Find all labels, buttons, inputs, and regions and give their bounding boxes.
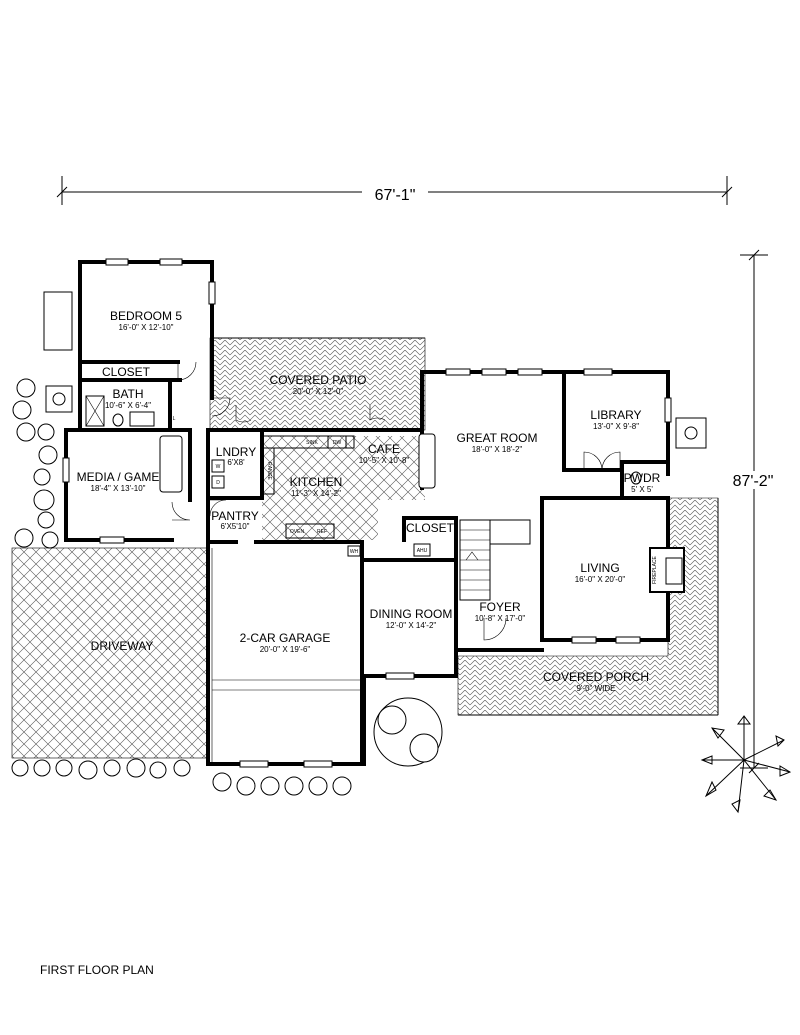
patio-name: COVERED PATIO bbox=[270, 373, 367, 387]
width-dimension: 67'-1" bbox=[56, 176, 733, 205]
driveway-name: DRIVEWAY bbox=[91, 639, 154, 653]
closet-upper-name: CLOSET bbox=[102, 365, 151, 379]
range-label: RANGE bbox=[266, 462, 272, 480]
library-dim: 13'-0" X 9'-8" bbox=[593, 422, 639, 431]
patio-surface bbox=[209, 337, 426, 431]
depth-dimension: 87'-2" bbox=[724, 249, 782, 774]
plan-caption: FIRST FLOOR PLAN bbox=[40, 963, 154, 977]
porch-dim: 9'-0" WIDE bbox=[576, 684, 615, 693]
closet-foyer-name: CLOSET bbox=[406, 521, 455, 535]
stairs bbox=[459, 519, 531, 601]
garage-dim: 20'-0" X 19'-6" bbox=[260, 645, 311, 654]
driveway-surface bbox=[11, 547, 209, 759]
pantry-dim: 6'X5'10" bbox=[220, 522, 249, 531]
dishwasher-label: DW bbox=[333, 440, 342, 446]
bath-name: BATH bbox=[112, 387, 143, 401]
patio-dim: 20'-0" X 12'-0" bbox=[293, 387, 344, 396]
porch-name: COVERED PORCH bbox=[543, 670, 649, 684]
kitchen-fixtures: DW SINK RANGE OVEN REF WH AHU W D L bbox=[173, 416, 431, 557]
windows bbox=[62, 258, 672, 768]
linen-label: L bbox=[173, 416, 176, 422]
pantry-name: PANTRY bbox=[211, 509, 259, 523]
dining-dim: 12'-0" X 14'-2" bbox=[386, 621, 437, 630]
depth-label: 87'-2" bbox=[733, 473, 774, 490]
doors bbox=[171, 361, 621, 641]
great-room-dim: 18'-0" X 18'-2" bbox=[472, 445, 523, 454]
washer-label: W bbox=[216, 464, 221, 470]
great-room-name: GREAT ROOM bbox=[457, 431, 538, 445]
kitchen-floor bbox=[262, 436, 425, 540]
garage-stalls bbox=[211, 548, 360, 764]
site-items bbox=[43, 291, 707, 449]
foyer-dim: 10'-8" X 17'-0" bbox=[475, 614, 526, 623]
dryer-label: D bbox=[216, 480, 220, 486]
shrubs bbox=[11, 378, 443, 796]
bedroom5-dim: 16'-0" X 12'-10" bbox=[119, 323, 174, 332]
fireplace: FIREPLACE bbox=[649, 547, 685, 593]
oven-label: OVEN bbox=[290, 529, 305, 535]
powder-name: PWDR bbox=[624, 471, 661, 485]
living-name: LIVING bbox=[580, 561, 619, 575]
powder-dim: 5' X 5' bbox=[631, 485, 653, 494]
kitchen-dim: 11'-3" X 14'-2" bbox=[291, 489, 341, 498]
dining-name: DINING ROOM bbox=[370, 607, 453, 621]
library-name: LIBRARY bbox=[590, 408, 641, 422]
garage-name: 2-CAR GARAGE bbox=[240, 631, 331, 645]
media-dim: 18'-4" X 13'-10" bbox=[91, 484, 146, 493]
refrigerator-label: REF bbox=[317, 529, 327, 535]
fireplace-label: FIREPLACE bbox=[652, 555, 658, 583]
foyer-name: FOYER bbox=[479, 600, 521, 614]
bedroom5-name: BEDROOM 5 bbox=[110, 309, 182, 323]
room-labels: BEDROOM 5 16'-0" X 12'-10" CLOSET BATH 1… bbox=[77, 309, 661, 693]
media-name: MEDIA / GAME bbox=[77, 470, 160, 484]
ahu-label: AHU bbox=[417, 548, 428, 554]
laundry-dim: 6'X8' bbox=[227, 458, 245, 467]
cafe-name: CAFE bbox=[368, 442, 400, 456]
width-label: 67'-1" bbox=[375, 187, 416, 204]
kitchen-name: KITCHEN bbox=[290, 475, 343, 489]
bath-dim: 10'-6" X 6'-4" bbox=[105, 401, 151, 410]
sink-label: SINK bbox=[306, 440, 318, 446]
living-dim: 16'-0" X 20'-0" bbox=[575, 575, 626, 584]
bath-fixtures bbox=[85, 395, 642, 493]
cafe-dim: 10'-5" X 10'-8" bbox=[359, 456, 410, 465]
water-heater-label: WH bbox=[350, 549, 359, 555]
palm-tree bbox=[700, 715, 792, 814]
laundry-name: LNDRY bbox=[216, 445, 256, 459]
